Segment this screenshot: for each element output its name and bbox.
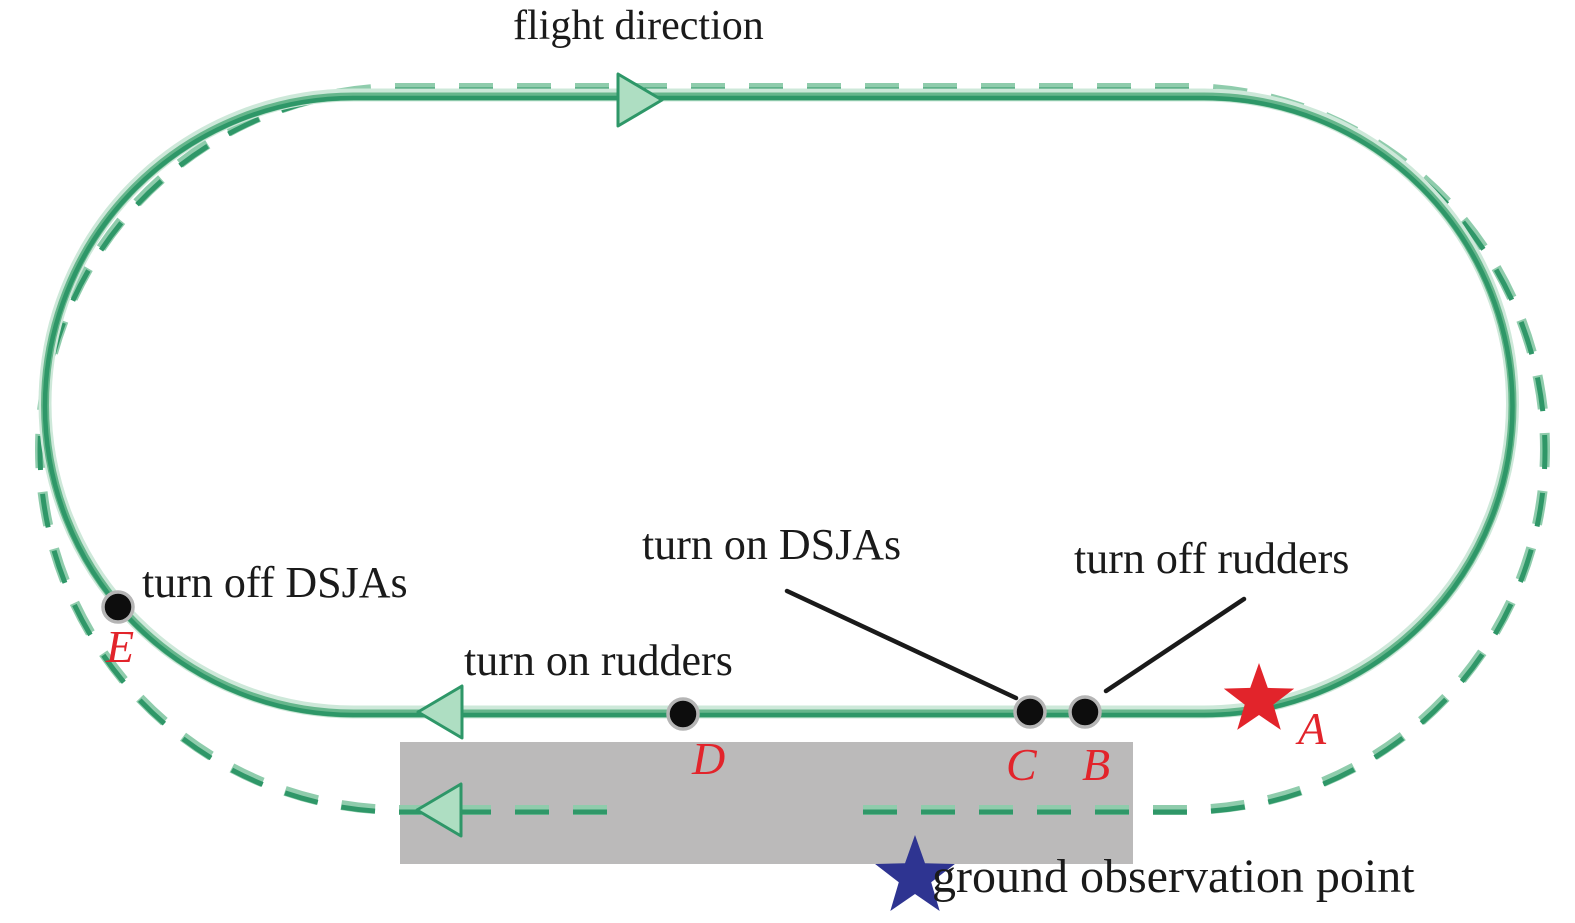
solid-loop-core	[42, 95, 1515, 718]
pointer-line-turn-off-rudders	[1103, 596, 1247, 694]
turn-off-dsjas-label: turn off DSJAs	[142, 558, 408, 607]
ground-observation-point-label: ground observation point	[932, 850, 1415, 903]
pointer-line-turn-on-dsjas	[784, 588, 1019, 701]
arrow-right-icon	[616, 72, 664, 128]
solid-loop-halo	[38, 88, 1519, 719]
waypoint-letter-B: B	[1082, 739, 1111, 790]
dashed-loop	[35, 83, 1550, 815]
arrow-left-solid-icon	[416, 684, 464, 740]
waypoint-letter-D: D	[692, 733, 726, 784]
dashed-loop-core	[37, 87, 1548, 815]
red-star-icon	[1223, 663, 1295, 730]
runway-dash-gap-patch	[614, 793, 842, 827]
waypoint-letter-E: E	[106, 621, 135, 672]
arrow-left-dashed-icon	[415, 782, 463, 838]
waypoint-dot-B	[1068, 695, 1102, 729]
waypoint-dot-E	[101, 590, 135, 624]
turn-off-rudders-label: turn off rudders	[1074, 534, 1350, 583]
flight-direction-label: flight direction	[513, 3, 764, 49]
solid-loop-mid	[41, 92, 1517, 718]
waypoint-dot-D	[666, 697, 700, 731]
turn-on-dsjas-label: turn on DSJAs	[642, 520, 902, 569]
turn-on-rudders-label: turn on rudders	[464, 636, 733, 685]
waypoint-letter-C: C	[1006, 739, 1037, 790]
solid-loop	[38, 88, 1519, 719]
waypoint-letter-A: A	[1298, 703, 1327, 754]
blue-star-icon	[875, 835, 955, 911]
waypoint-dot-C	[1013, 695, 1047, 729]
